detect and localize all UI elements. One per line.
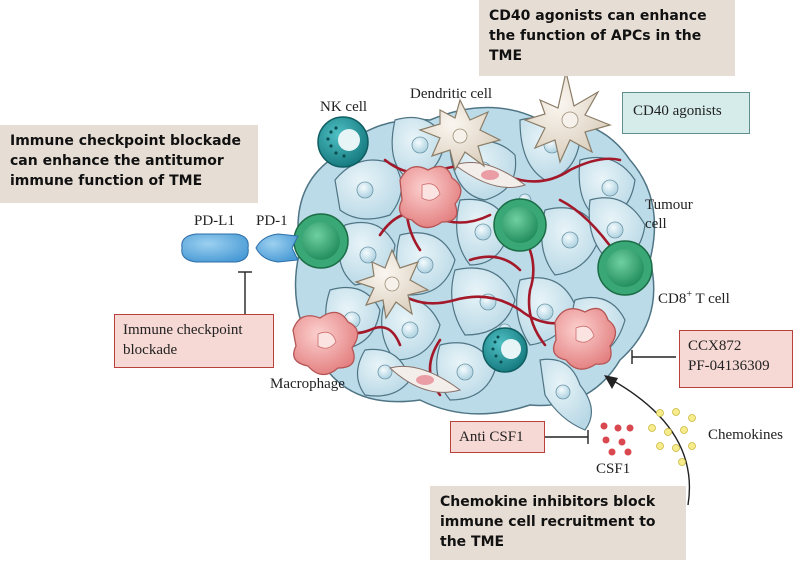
tumour-cell-label: Tumour cell [645,197,693,232]
cd40-agonists-box: CD40 agonists [622,92,750,134]
pd-l1-label: PD-L1 [194,213,235,229]
pd-l1-pd-1-receptors [181,233,299,263]
chemokine-arrow [604,375,691,506]
pd-1-label: PD-1 [256,213,288,229]
immune-checkpoint-box: Immune checkpoint blockade [114,314,274,368]
checkpoint-callout: Immune checkpoint blockade can enhance t… [0,125,258,203]
endothelial-nuclei [416,170,499,385]
cd8-t-cell-label: CD8+ T cell [658,266,730,309]
dendritic-nuclei [384,111,579,292]
macrophage-label: Macrophage [270,376,345,392]
anti-csf1-box: Anti CSF1 [450,421,545,453]
csf1-dots [600,422,634,456]
csf1-label: CSF1 [596,461,631,477]
chemokines-label: Chemokines [708,427,783,443]
dendritic-cell-label: Dendritic cell [410,86,493,102]
cd8-text: CD8 [658,291,687,307]
cd40-callout: CD40 agonists can enhance the function o… [479,0,735,76]
cd8-t-cells [293,198,653,296]
t-cell-text: T cell [691,291,730,307]
nk-cell-label: NK cell [320,99,368,115]
macrophage-nuclei [317,183,595,349]
chemokine-dots [648,408,696,466]
chemokine-inhibitor-callout: Chemokine inhibitors block immune cell r… [430,486,686,560]
cd8-superscript: + [686,289,692,300]
nk-cells [317,116,528,373]
nk-granules [326,126,503,364]
ccx-inhibitor-box: CCX872 PF-04136309 [679,330,793,388]
inhibition-arrows [238,271,676,444]
